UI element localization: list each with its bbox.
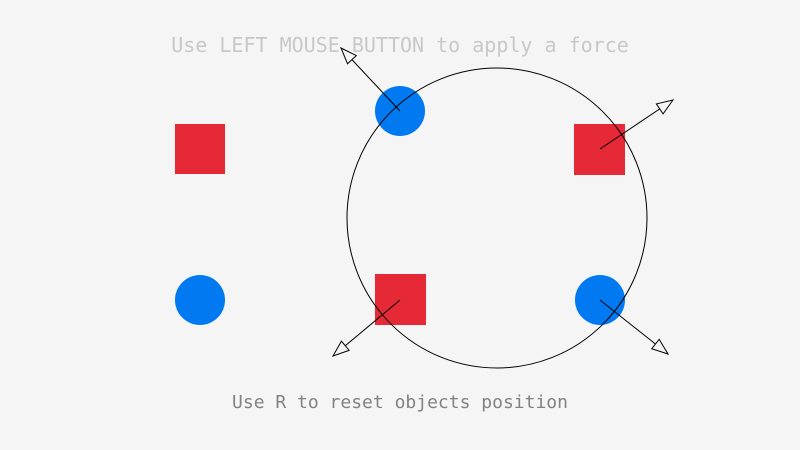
boundary-circle: [346, 67, 648, 369]
physics-object-circle-left[interactable]: [175, 275, 225, 325]
force-arrow-bottom-right-head: [650, 338, 670, 355]
force-arrow-bottom-left-head: [331, 340, 350, 357]
physics-object-square-right[interactable]: [574, 124, 625, 175]
instruction-apply-force: Use LEFT MOUSE BUTTON to apply a force: [171, 33, 629, 57]
instruction-reset: Use R to reset objects position: [232, 392, 568, 413]
physics-object-square-center[interactable]: [375, 274, 426, 325]
force-arrow-top-left-head: [340, 46, 358, 65]
force-arrow-top-right-head: [655, 99, 675, 115]
physics-object-square-left[interactable]: [175, 124, 225, 174]
